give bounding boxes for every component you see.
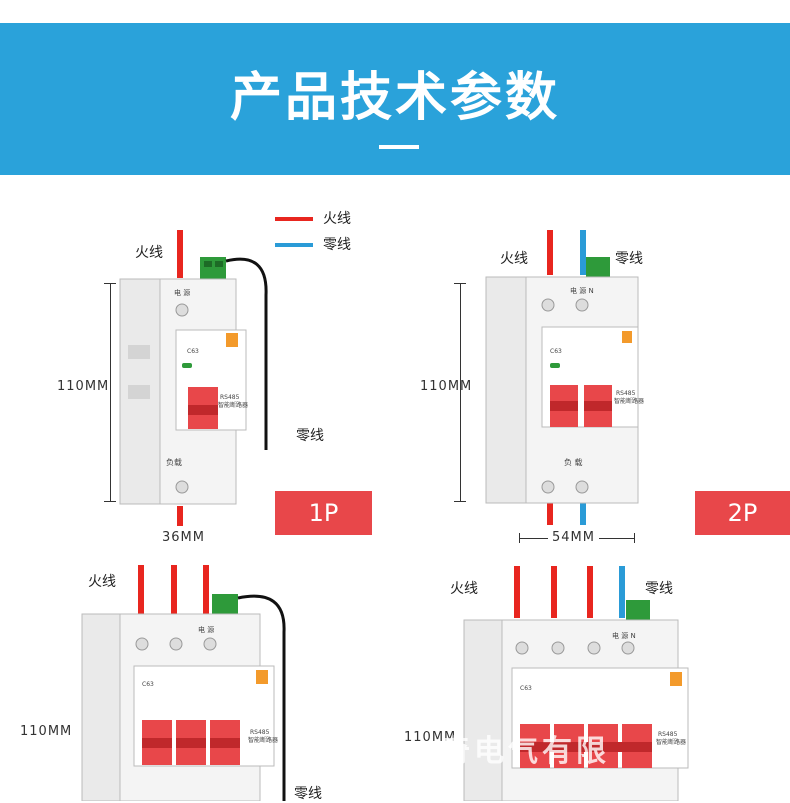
model-rating-text: C63 xyxy=(520,685,532,692)
breaker-2p-image: C63 RS485 智能断路器 电 源 N 负 载 xyxy=(485,257,644,504)
dim-tick-bottom xyxy=(454,501,466,502)
neutral-wire-label: 零线 xyxy=(645,581,673,597)
brand-line2-text: 智能断路器 xyxy=(614,397,644,405)
legend-neutral-swatch xyxy=(275,243,313,247)
live-wire-bottom xyxy=(177,506,183,526)
page-title: 产品技术参数 xyxy=(229,68,560,128)
neutral-wire-bottom xyxy=(580,503,586,525)
breaker-1p-image: C63 RS485 智能断路器 电 源 负载 xyxy=(119,257,268,505)
neutral-wire-label: 零线 xyxy=(294,786,322,802)
height-dimension-label: 110MM xyxy=(404,730,457,745)
live-wire-l3 xyxy=(587,566,593,618)
live-wire-label: 火线 xyxy=(135,245,163,261)
neutral-wire-label: 零线 xyxy=(615,251,643,267)
top-terminal-text: 电 源 N xyxy=(570,286,594,295)
pole-badge-1p: 1P xyxy=(275,491,372,535)
neutral-wire-label: 零线 xyxy=(296,428,324,444)
live-wire-l2 xyxy=(171,565,177,617)
watermark-text: 奇电气有限 xyxy=(440,734,610,769)
header-banner: 产品技术参数 xyxy=(0,23,790,175)
model-rating-text: C63 xyxy=(550,348,562,355)
brand-line1-text: RS485 xyxy=(250,729,270,736)
live-wire-l1 xyxy=(514,566,520,618)
brand-line1-text: RS485 xyxy=(658,731,678,738)
live-wire-label: 火线 xyxy=(88,574,116,590)
dim-tick-bottom xyxy=(104,501,116,502)
load-terminal-text: 负 载 xyxy=(564,457,583,467)
legend-live-label: 火线 xyxy=(323,211,351,227)
load-terminal-text: 负载 xyxy=(166,457,182,467)
breaker-4p-image: C63 RS485 智能断路器 电 源 N xyxy=(463,600,689,801)
width-tick-right xyxy=(634,533,635,543)
title-underline xyxy=(379,145,419,149)
model-rating-text: C63 xyxy=(142,681,154,688)
brand-line2-text: 智能断路器 xyxy=(218,401,248,409)
live-wire-label: 火线 xyxy=(450,581,478,597)
height-dimension-label: 110MM xyxy=(57,379,110,394)
brand-line1-text: RS485 xyxy=(220,394,240,401)
pole-badge-2p: 2P xyxy=(695,491,790,535)
neutral-wire-n xyxy=(619,566,625,618)
legend-live-swatch xyxy=(275,217,313,221)
top-terminal-text: 电 源 xyxy=(198,625,214,634)
brand-line2-text: 智能断路器 xyxy=(248,736,278,744)
live-wire-top xyxy=(177,230,183,278)
top-terminal-text: 电 源 N xyxy=(612,631,636,640)
brand-line2-text: 智能断路器 xyxy=(656,738,686,746)
live-wire-label: 火线 xyxy=(500,251,528,267)
brand-line1-text: RS485 xyxy=(616,390,636,397)
height-dimension-label: 110MM xyxy=(20,724,73,739)
live-wire-l3 xyxy=(203,565,209,617)
live-wire-bottom xyxy=(547,503,553,525)
model-rating-text: C63 xyxy=(187,348,199,355)
width-dimension-label: 36MM xyxy=(162,530,205,545)
height-dimension-line xyxy=(110,283,111,501)
height-dimension-line xyxy=(460,283,461,501)
live-wire-l1 xyxy=(138,565,144,617)
width-dimension-label: 54MM xyxy=(548,530,599,545)
legend-neutral-label: 零线 xyxy=(323,237,351,253)
breaker-3p-image: C63 RS485 智能断路器 电 源 xyxy=(81,594,286,801)
height-dimension-label: 110MM xyxy=(420,379,473,394)
neutral-wire-top xyxy=(580,230,586,275)
top-terminal-text: 电 源 xyxy=(174,288,190,297)
live-wire-l2 xyxy=(551,566,557,618)
live-wire-top xyxy=(547,230,553,275)
